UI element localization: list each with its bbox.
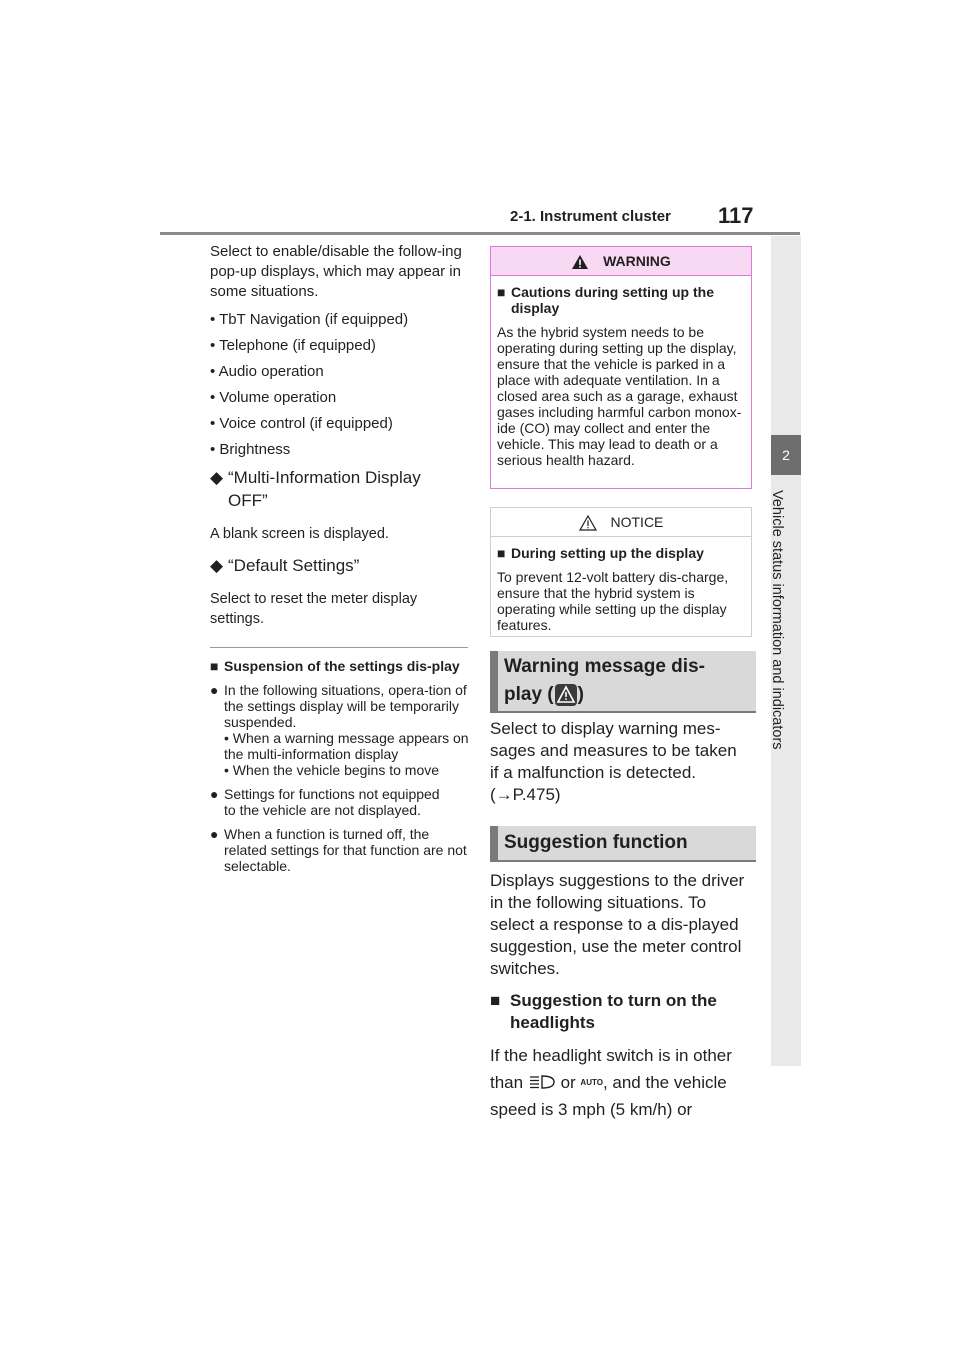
heading-line: Warning message dis- <box>504 656 705 677</box>
warning-indicator-icon <box>554 684 577 706</box>
circle-bullet-icon: ● <box>210 786 219 802</box>
header-rule <box>160 232 800 235</box>
notice-text: To prevent 12-volt battery dis-charge, e… <box>497 569 729 633</box>
notice-header: NOTICE <box>491 508 751 537</box>
warning-text: As the hybrid system needs to be operati… <box>497 324 742 468</box>
list-item: • TbT Navigation (if equipped) <box>210 311 409 328</box>
item-desc: Select to reset the meter display settin… <box>210 591 418 627</box>
body-text-part: If the headlight switch is in other than <box>490 1046 732 1092</box>
subheading: Suggestion to turn on the headlights <box>510 991 717 1032</box>
page-reference-link[interactable]: →P.475) <box>495 785 561 804</box>
square-bullet-icon: ■ <box>490 991 501 1010</box>
item-title: “Multi-Information Display OFF” <box>228 468 421 510</box>
heading-text: Suggestion function <box>504 832 688 853</box>
section-title: 2-1. Instrument cluster <box>510 208 671 225</box>
note-item: ● When a function is turned off, the rel… <box>210 826 470 874</box>
suggestion-heading: Suggestion function <box>490 826 756 862</box>
note-subitem: • When the vehicle begins to move <box>224 762 440 778</box>
suspension-heading: ■ Suspension of the settings dis-play <box>210 658 470 674</box>
note-text: When a function is turned off, the relat… <box>224 826 467 874</box>
note-text: Settings for functions not equipped to t… <box>224 786 440 818</box>
warning-triangle-icon <box>572 255 589 270</box>
note-item: ● In the following situations, opera-tio… <box>210 682 470 778</box>
headlight-icon <box>529 1075 555 1089</box>
body-text-part: or <box>560 1073 576 1092</box>
suggestion-section: Displays suggestions to the driver in th… <box>490 870 745 1123</box>
heading-text: ) <box>577 684 584 705</box>
body-text-main: Select to display warning mes-sages and … <box>490 719 737 804</box>
notice-body: ■ During setting up the display To preve… <box>491 537 751 641</box>
warning-title: Cautions during setting up the display <box>511 284 714 316</box>
popup-list: • TbT Navigation (if equipped) • Telepho… <box>210 310 470 460</box>
warning-header: WARNING <box>491 247 751 276</box>
notice-box: NOTICE ■ During setting up the display T… <box>490 507 752 637</box>
chapter-title: Vehicle status information and indicator… <box>769 490 785 750</box>
caution-triangle-icon <box>578 515 597 531</box>
body-text-part: , and the vehicle speed is 3 mph (5 km/h… <box>490 1073 727 1119</box>
chapter-tab: 2 <box>771 435 801 475</box>
headlights-heading: ■ Suggestion to turn on the headlights <box>490 990 745 1034</box>
notice-title: During setting up the display <box>511 545 704 561</box>
warning-label: WARNING <box>603 253 671 269</box>
diamond-bullet-icon: ◆ <box>210 468 224 487</box>
chapter-number: 2 <box>782 447 790 463</box>
list-item: • Brightness <box>210 441 291 458</box>
list-item: • Telephone (if equipped) <box>210 337 376 354</box>
circle-bullet-icon: ● <box>210 826 219 842</box>
warning-body: ■ Cautions during setting up the display… <box>491 276 751 476</box>
circle-bullet-icon: ● <box>210 682 219 698</box>
item-multi-info-off: ◆ “Multi-Information Display OFF” <box>210 466 470 512</box>
subheading: Suspension of the settings dis-play <box>224 658 460 674</box>
body-text: Select to display warning mes-sages and … <box>490 718 740 806</box>
warning-message-heading: Warning message dis- play ( ) <box>490 651 756 713</box>
list-item: • Audio operation <box>210 363 324 380</box>
warning-message-section: Select to display warning mes-sages and … <box>490 718 740 806</box>
notice-label: NOTICE <box>610 514 664 530</box>
note-subitem: • When a warning message appears on the … <box>224 730 469 762</box>
diamond-bullet-icon: ◆ <box>210 556 224 575</box>
square-bullet-icon: ■ <box>210 658 219 674</box>
item-desc: A blank screen is displayed. <box>210 526 389 542</box>
warning-box: WARNING ■ Cautions during setting up the… <box>490 246 752 489</box>
auto-icon: AUTO <box>580 1078 603 1087</box>
note-text: In the following situations, opera-tion … <box>224 682 467 730</box>
note-item: ● Settings for functions not equipped to… <box>210 786 470 818</box>
left-column: Select to enable/disable the follow-ing … <box>210 242 470 874</box>
intro-text: Select to enable/disable the follow-ing … <box>210 243 462 300</box>
list-item: • Voice control (if equipped) <box>210 415 393 432</box>
square-bullet-icon: ■ <box>497 545 506 561</box>
divider <box>210 647 468 648</box>
item-default-settings: ◆ “Default Settings” <box>210 554 470 577</box>
square-bullet-icon: ■ <box>497 284 506 300</box>
page-number: 117 <box>718 203 754 228</box>
heading-text: play ( <box>504 684 554 705</box>
body-text: If the headlight switch is in other than… <box>490 1042 745 1123</box>
list-item: • Volume operation <box>210 389 337 406</box>
item-title: “Default Settings” <box>228 556 360 575</box>
body-text: Displays suggestions to the driver in th… <box>490 871 745 978</box>
heading-line: play ( ) <box>504 681 756 709</box>
